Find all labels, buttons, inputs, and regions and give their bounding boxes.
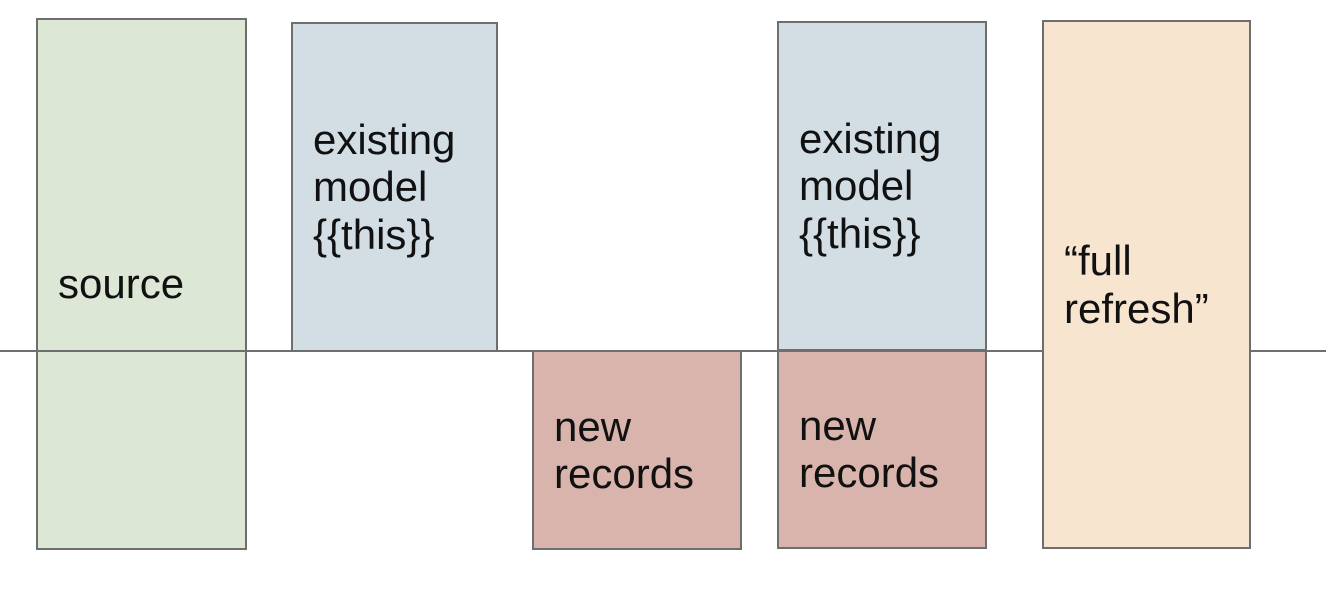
existing-model-box-right-label-line-2: model [799,162,914,210]
timeline-line [0,350,1326,352]
existing-model-box-left: existing model {{this}} [291,22,498,352]
existing-model-box-left-label-line-2: model [313,163,428,211]
existing-model-box-left-label-line-3: {{this}} [313,210,435,258]
full-refresh-box-label-line-2: refresh” [1064,284,1209,332]
full-refresh-box: “full refresh” [1042,20,1251,549]
full-refresh-box-label-line-1: “full [1064,237,1132,285]
new-records-box-right: new records [777,349,987,549]
new-records-box-left-label-line-2: records [554,450,695,497]
new-records-box-right-label-line-2: records [799,449,940,496]
existing-model-box-right: existing model {{this}} [777,21,987,351]
existing-model-box-right-label-line-3: {{this}} [799,209,921,257]
source-box-label: source [58,260,185,308]
new-records-box-right-label-line-1: new [799,401,877,449]
source-box: source [36,18,247,550]
new-records-box-left: new records [532,350,742,550]
existing-model-box-right-label-line-1: existing [799,114,942,162]
new-records-box-left-label-line-1: new [554,402,632,450]
existing-model-box-left-label-line-1: existing [313,115,456,163]
